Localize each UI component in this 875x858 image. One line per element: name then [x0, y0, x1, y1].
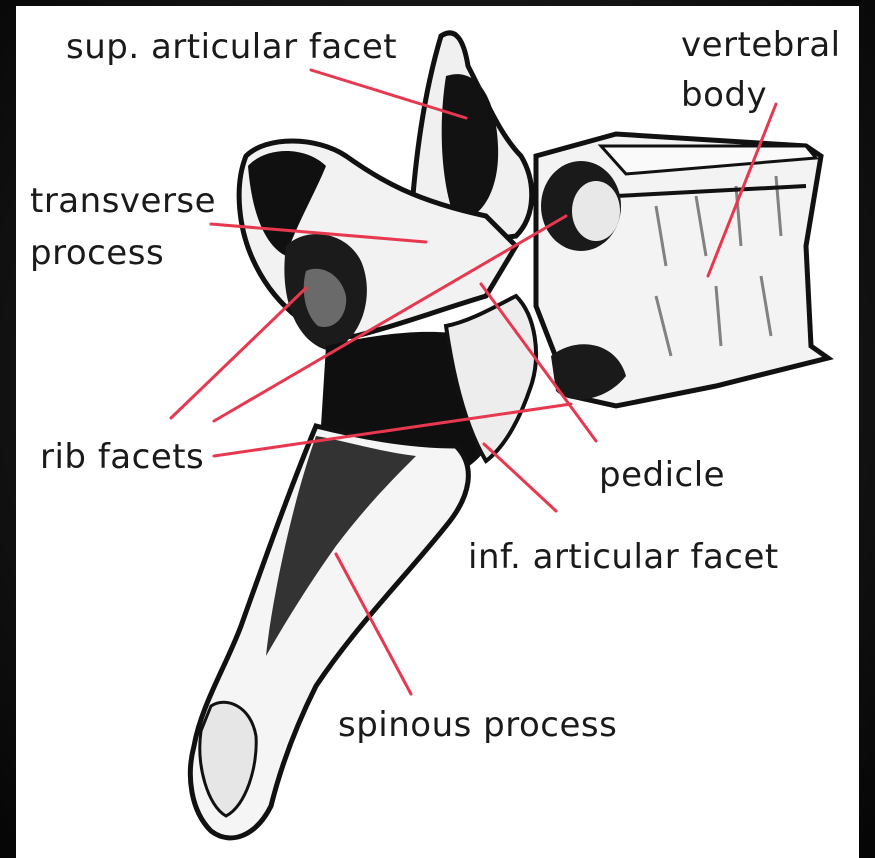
label-sup-articular-facet: sup. articular facet: [66, 27, 397, 67]
label-inf-articular-facet: inf. articular facet: [468, 537, 779, 577]
label-spinous-process: spinous process: [338, 705, 617, 745]
label-pedicle: pedicle: [599, 455, 725, 495]
diagram-panel: sup. articular facet vertebral body tran…: [16, 6, 859, 858]
label-vertebral-body-line2: body: [681, 75, 767, 115]
label-transverse-process-line2: process: [30, 233, 164, 273]
leader-line-rib-facet-1: [171, 288, 306, 418]
pedicle-socket-highlight: [572, 181, 620, 241]
label-rib-facets: rib facets: [40, 437, 204, 477]
vertebra-diagram: sup. articular facet vertebral body tran…: [16, 6, 859, 858]
label-vertebral-body-line1: vertebral: [681, 25, 841, 65]
label-transverse-process-line1: transverse: [30, 181, 216, 221]
leader-line-inf-articular-facet: [484, 444, 556, 511]
